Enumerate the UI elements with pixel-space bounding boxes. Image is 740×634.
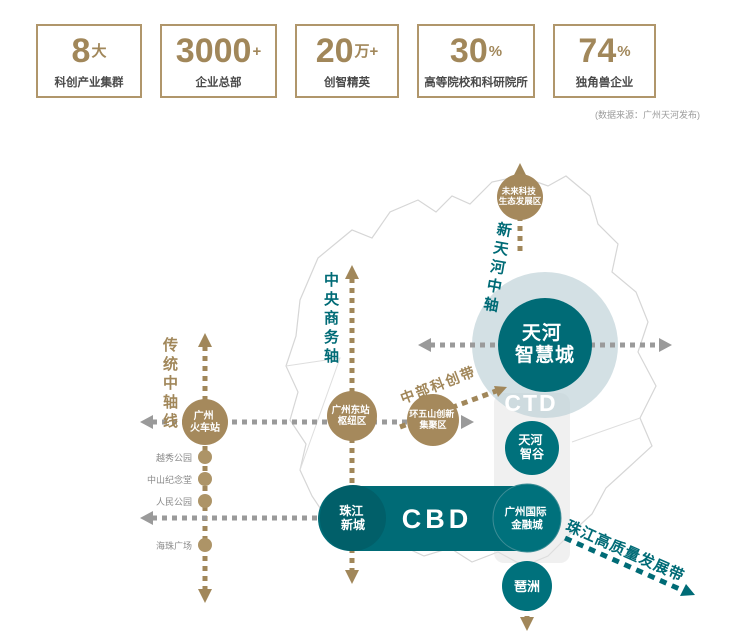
node-smart-city [498, 298, 592, 392]
district-boundary-inner [285, 357, 641, 471]
arrowhead-newtianhe-down [520, 617, 534, 631]
stat-number: 74 [578, 32, 617, 70]
node-zhujiang-label: 珠江 新城 [339, 503, 366, 532]
node-zhujiang-new-town [320, 485, 386, 551]
label-line: 金融城 [510, 518, 543, 531]
axis-label-central-business: 中央商务轴 [322, 272, 339, 367]
dot-sunyatsen-hall [198, 472, 212, 486]
label-line: 广州国际 [505, 505, 547, 518]
stat-suffix: 万+ [354, 43, 379, 60]
stat-value: 8大 [41, 32, 137, 71]
node-future-tech-zone [497, 174, 543, 220]
label-line: 天河 [522, 322, 562, 344]
node-future-tech-label: 未来科技 生态发展区 [499, 186, 542, 206]
pearl-river-belt-line [563, 535, 686, 594]
label-line: 广州东站 [332, 404, 371, 416]
arrowhead-scitech-belt [494, 386, 507, 397]
arrowhead-station-right [461, 415, 474, 429]
stat-value: 30% [422, 32, 530, 71]
arrowhead-station-left [140, 415, 153, 429]
node-smart-city-label: 天河 智慧城 [515, 322, 575, 366]
stat-label: 科创产业集群 [54, 77, 124, 90]
stat-label: 创智精英 [324, 77, 370, 90]
node-east-station-label: 广州东站 枢纽区 [332, 404, 373, 427]
node-finance-city-label: 广州国际 金融城 [505, 505, 550, 531]
ctd-label: CTD [504, 390, 557, 416]
label-line: 火车站 [190, 421, 220, 434]
arrowhead-traditional-down [198, 589, 212, 603]
stat-card-headquarters: 3000+ 企业总部 [160, 24, 277, 99]
label-line: 新城 [341, 517, 365, 532]
label-line: 环五山创新 [409, 408, 454, 419]
node-finance-city [492, 483, 562, 553]
stat-number: 8 [71, 32, 91, 70]
label-line: 未来科技 [501, 186, 537, 196]
stat-suffix: % [617, 43, 631, 60]
stat-label: 高等院校和科研院所 [424, 77, 528, 90]
label-line: 生态发展区 [499, 196, 542, 206]
label-line: 智谷 [519, 446, 545, 461]
node-wushan-cluster [407, 394, 459, 446]
dot-haizhu-square [198, 538, 212, 552]
stat-label: 独角兽企业 [575, 77, 634, 90]
stat-card-unicorns: 74% 独角兽企业 [553, 24, 656, 99]
node-wushan-label: 环五山创新 集聚区 [409, 408, 457, 430]
stat-number: 20 [315, 32, 354, 70]
stats-row: 8大 科创产业集群 3000+ 企业总部 20万+ 创智精英 30% 高等院校和… [36, 24, 656, 99]
stat-value: 3000+ [165, 32, 272, 71]
stat-number: 30 [449, 32, 488, 70]
arrowhead-centralbiz-down [345, 570, 359, 584]
arrowhead-pearl-belt [680, 584, 695, 596]
axis-label-traditional: 传统中轴线 [161, 337, 178, 432]
arrowhead-smartcity-right [659, 338, 672, 352]
stat-suffix: 大 [91, 43, 107, 60]
landmark-haizhu-square: 海珠广场 [155, 541, 192, 551]
node-smart-valley [505, 421, 559, 475]
arrowhead-traditional-up [198, 333, 212, 347]
label-line: 枢纽区 [338, 415, 367, 427]
landmark-sunyatsen-hall: 中山纪念堂 [146, 475, 192, 485]
node-pazhou-label: 琶洲 [514, 579, 540, 594]
label-line: 智慧城 [515, 343, 575, 366]
node-railway-station [182, 399, 228, 445]
stat-value: 74% [558, 32, 651, 71]
district-boundary-outline [285, 175, 657, 567]
dot-peoples-park [198, 494, 212, 508]
arrowhead-newtianhe-up [513, 163, 527, 177]
stat-suffix: % [488, 43, 503, 60]
arrowhead-cbd-left [140, 511, 153, 525]
cbd-label: CBD [402, 504, 473, 534]
node-pazhou [502, 561, 552, 611]
landmark-yuexiu-park: 越秀公园 [155, 453, 192, 463]
stat-value: 20万+ [300, 32, 394, 71]
dot-yuexiu-park [198, 450, 212, 464]
label-line: 集聚区 [418, 419, 446, 430]
stat-suffix: + [252, 43, 262, 60]
label-line: 天河 [518, 432, 542, 447]
node-railway-station-label: 广州 火车站 [190, 409, 220, 434]
label-line: 珠江 [339, 503, 363, 518]
node-smart-valley-label: 天河 智谷 [518, 432, 545, 461]
data-source-note: (数据来源：广州天河发布) [595, 110, 700, 120]
stat-card-talents: 20万+ 创智精英 [295, 24, 399, 99]
stat-number: 3000 [175, 32, 252, 70]
arrowhead-centralbiz-up [345, 265, 359, 279]
stat-card-institutes: 30% 高等院校和科研院所 [417, 24, 535, 99]
stat-card-clusters: 8大 科创产业集群 [36, 24, 142, 99]
stat-label: 企业总部 [195, 77, 242, 90]
arrowhead-smartcity-left [418, 338, 431, 352]
label-line: 广州 [194, 409, 214, 422]
landmark-peoples-park: 人民公园 [155, 497, 192, 507]
node-east-station-hub [327, 391, 377, 441]
